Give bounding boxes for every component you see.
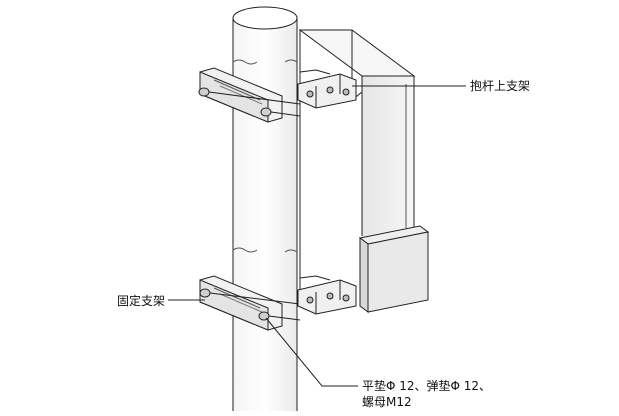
label-pole-upper-bracket: 抱杆上支架: [470, 78, 530, 93]
leader-lines: [168, 85, 466, 387]
lower-clamp-bolts: [199, 288, 301, 321]
lower-fixed-bracket: [297, 275, 357, 315]
label-washer-spec-line1: 平垫Φ 12、弹垫Φ 12、: [362, 378, 491, 393]
pole: [232, 6, 298, 416]
leader-washer: [265, 317, 358, 387]
label-fixed-bracket: 固定支架: [117, 293, 165, 308]
equipment-cabinet: [298, 29, 416, 300]
upper-clamp-bolts: [198, 87, 301, 117]
label-washer-spec-line2: 螺母M12: [362, 395, 412, 409]
upper-pole-bracket: [297, 69, 357, 109]
junction-box: [358, 225, 430, 313]
